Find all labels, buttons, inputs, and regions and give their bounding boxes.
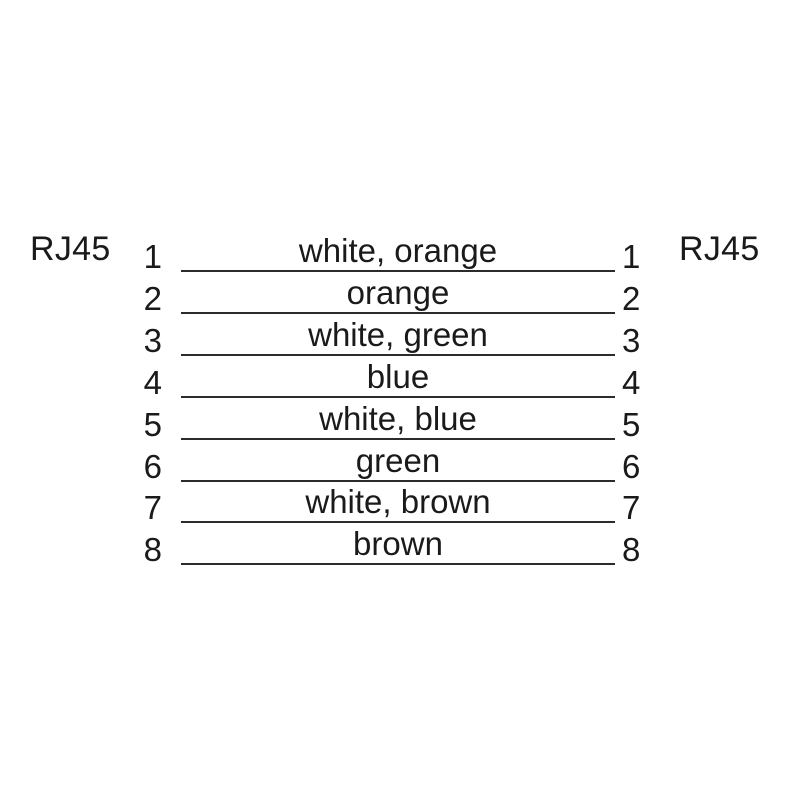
pin-number-left: 2 <box>143 279 162 317</box>
wire-line <box>181 521 615 524</box>
pin-number-left: 1 <box>143 238 162 275</box>
wire-line <box>181 437 615 440</box>
wire-color-label: white, blue <box>319 399 477 437</box>
pin-number-right: 6 <box>622 447 641 485</box>
wire-line <box>181 479 615 482</box>
pin-number-left: 4 <box>143 363 162 401</box>
wire-color-label: orange <box>346 273 450 311</box>
pin-number-right: 3 <box>622 321 641 359</box>
wire-color-label: white, brown <box>305 483 491 521</box>
wire-color-label: brown <box>353 525 443 563</box>
connector-label-right: RJ45 <box>679 230 760 268</box>
wire-line <box>181 563 615 566</box>
wire-line <box>181 311 615 314</box>
pin-number-left: 7 <box>143 489 162 527</box>
wire-line <box>181 270 615 272</box>
pin-number-right: 1 <box>622 238 641 275</box>
pin-number-right: 5 <box>622 405 641 443</box>
connector-label-left: RJ45 <box>30 230 111 268</box>
wire-line <box>181 395 615 398</box>
pin-number-left: 3 <box>143 321 162 359</box>
wire-line <box>181 353 615 356</box>
pin-number-left: 5 <box>143 405 162 443</box>
pin-number-right: 8 <box>622 531 641 569</box>
pin-number-right: 7 <box>622 489 641 527</box>
wire-color-label: white, green <box>308 315 488 353</box>
pin-number-right: 4 <box>622 363 641 401</box>
pin-number-left: 8 <box>143 531 162 569</box>
pin-number-right: 2 <box>622 279 641 317</box>
wire-color-label: blue <box>366 357 430 395</box>
wire-color-label: green <box>355 441 441 479</box>
wire-color-label: white, orange <box>298 232 498 269</box>
pin-number-left: 6 <box>143 447 162 485</box>
